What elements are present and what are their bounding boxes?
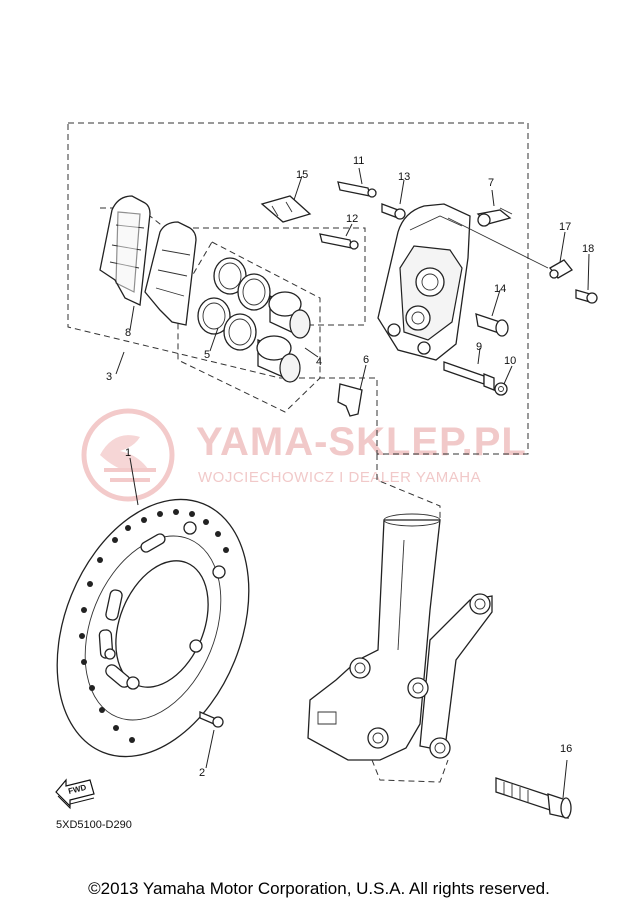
brake-pad-outer <box>99 195 151 306</box>
callout-17: 17 <box>559 221 571 233</box>
caliper-assembly-outline <box>67 122 529 455</box>
callout-4: 4 <box>316 356 322 368</box>
callout-10: 10 <box>504 355 516 367</box>
pin-plug <box>381 203 406 220</box>
callout-16: 16 <box>560 743 572 755</box>
callout-8: 8 <box>125 327 131 339</box>
callout-9: 9 <box>476 341 482 353</box>
callout-7: 7 <box>488 177 494 189</box>
callout-2: 2 <box>199 767 205 779</box>
watermark-subtitle: WOJCIECHOWICZ I DEALER YAMAHA <box>198 469 481 486</box>
clamp-bolt <box>575 289 598 304</box>
hose-clamp <box>549 259 573 279</box>
bolt-cap <box>494 382 508 396</box>
callout-6: 6 <box>363 354 369 366</box>
callout-11: 11 <box>353 155 364 167</box>
leader-lines <box>115 167 590 799</box>
brake-disc <box>56 498 250 758</box>
callout-1: 1 <box>125 447 131 459</box>
piston-seals <box>197 257 271 351</box>
callout-5: 5 <box>204 349 210 361</box>
callout-15: 15 <box>296 169 308 181</box>
pad-clip <box>337 383 363 417</box>
callout-numbers: 1 2 3 4 5 6 7 8 9 10 11 12 13 14 15 16 1… <box>106 155 594 779</box>
callout-14: 14 <box>494 283 506 295</box>
front-fork-leg <box>307 513 493 783</box>
axle-bolt <box>495 777 572 819</box>
callout-12: 12 <box>346 213 358 225</box>
pad-spring <box>260 195 312 223</box>
caliper-bolt <box>443 361 495 391</box>
slide-pin <box>475 313 509 337</box>
watermark-logo-icon <box>81 408 175 502</box>
caliper-mount-leader <box>376 454 441 520</box>
brake-pad-inner <box>144 221 197 326</box>
pistons <box>256 291 311 383</box>
pad-pins <box>319 181 377 250</box>
disc-bolt <box>199 711 224 728</box>
watermark: YAMA-SKLEP.PL WOJCIECHOWICZ I DEALER YAM… <box>81 408 527 502</box>
callout-18: 18 <box>582 243 594 255</box>
caliper-body <box>377 203 471 361</box>
forward-label: FWD <box>67 783 87 796</box>
copyright-notice: ©2013 Yamaha Motor Corporation, U.S.A. A… <box>88 879 550 898</box>
bleed-screw <box>476 207 513 227</box>
forward-arrow-icon: FWD <box>55 778 95 810</box>
watermark-title: YAMA-SKLEP.PL <box>196 420 527 464</box>
piston-kit-outline <box>177 241 321 413</box>
diagram-code: 5XD5100-D290 <box>56 819 132 831</box>
callout-3: 3 <box>106 371 112 383</box>
callout-13: 13 <box>398 171 410 183</box>
